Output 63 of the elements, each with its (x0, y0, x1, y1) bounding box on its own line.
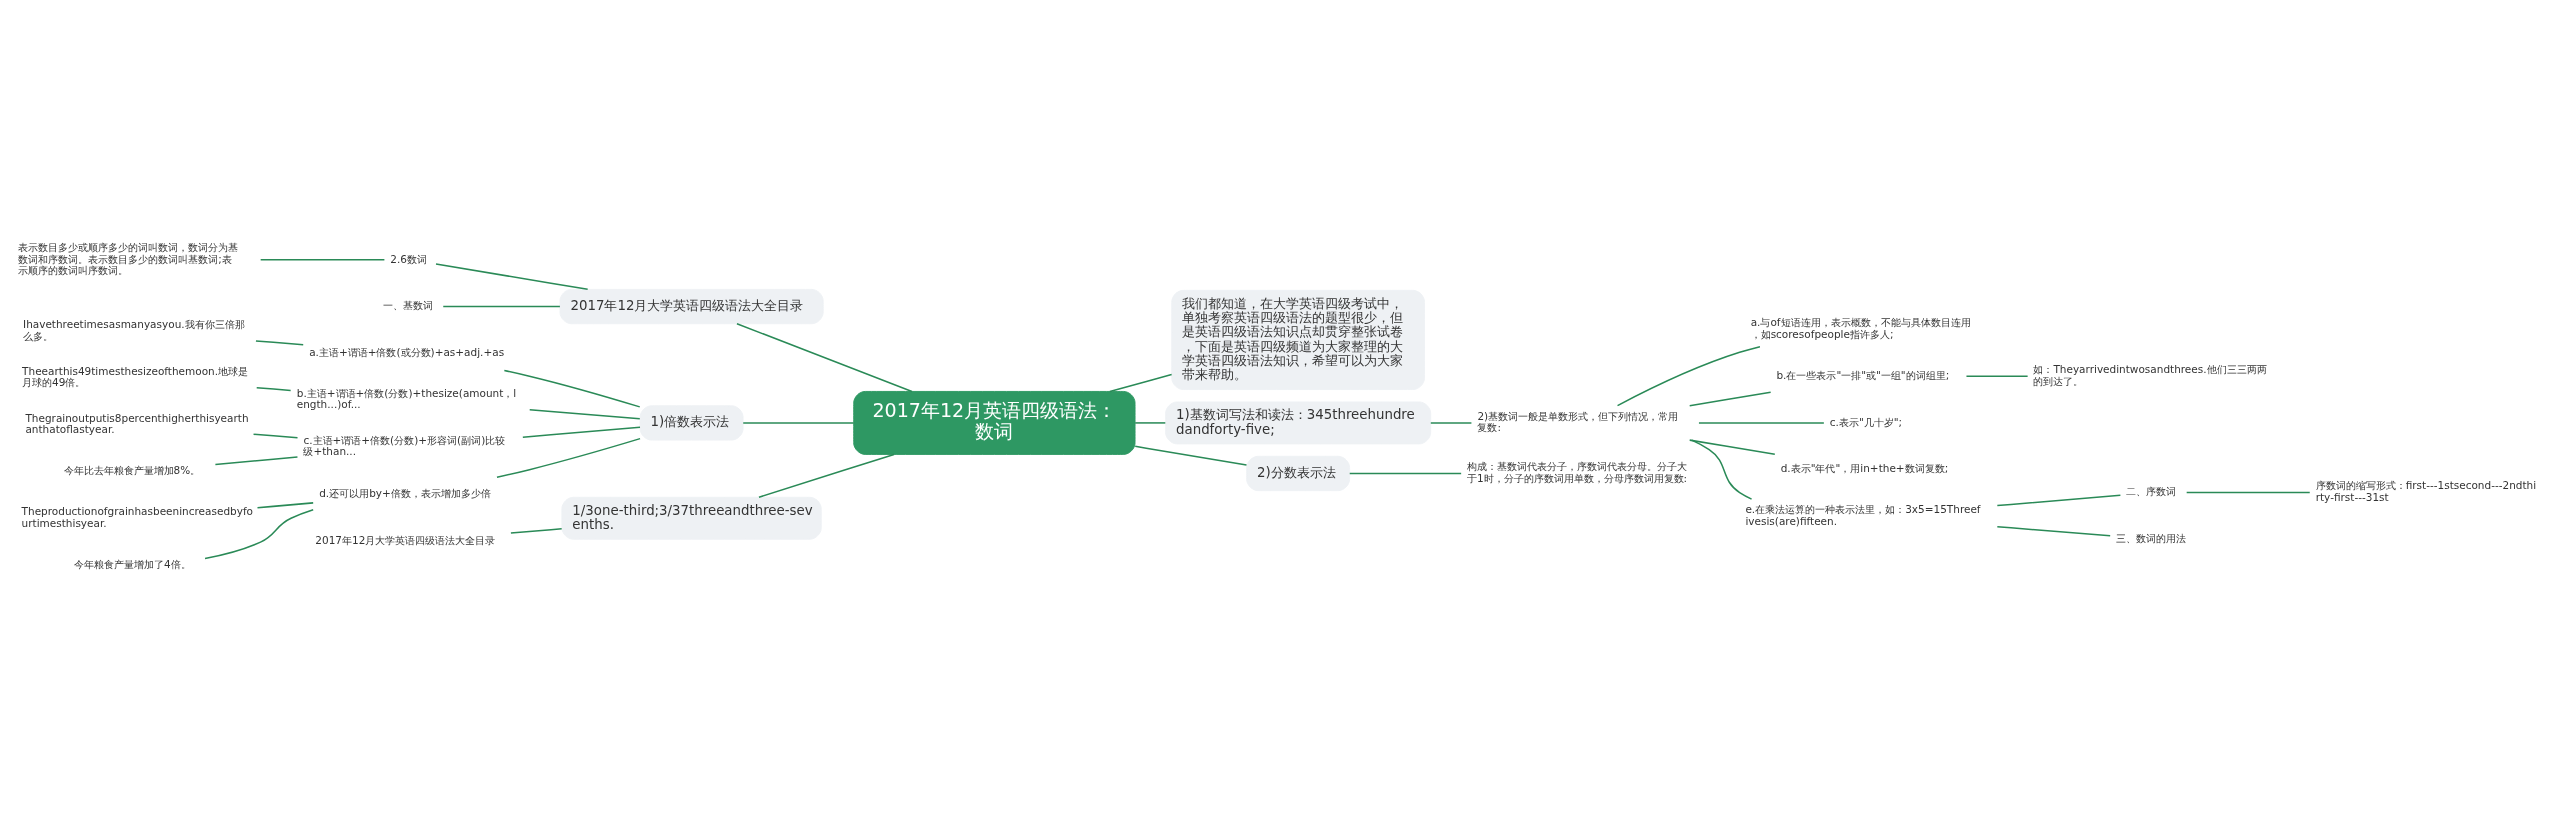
node-box: 2017年12月大学英语四级语法大全目录 (559, 288, 824, 324)
node-text: c.主语+谓语+倍数(分数)+形容词(副词)比较级+than... (303, 433, 506, 457)
node-text: Theearthis49timesthesizeofthemoon.地球是月球的49倍。 (22, 364, 249, 388)
node-text: 如：Theyarrivedintwosandthrees.他们三三两两的到达了。 (2033, 362, 2267, 387)
connector (252, 432, 299, 438)
node-box: 2017年12月英语四级语法：数词 (853, 390, 1136, 455)
node-text: Theproductionofgrainhasbeenincreasedbyfourtimesthisyear. (21, 504, 254, 529)
connector (510, 527, 563, 534)
node-text: 构成：基数词代表分子，序数词代表分母。分子大于1时，分子的序数词用单数，分母序数词用复数: (1466, 459, 1688, 484)
node-text: Ihavethreetimesasmanyasyou.我有你三倍那么多。 (23, 317, 245, 342)
connector (259, 258, 386, 261)
connector (1109, 373, 1173, 392)
connector (2185, 491, 2311, 493)
connector (1996, 525, 2111, 537)
connector (442, 305, 561, 307)
node-text: d.还可以用by+倍数，表示增加多少倍 (319, 486, 491, 499)
connector (1965, 374, 2029, 377)
node-text: 2)基数词一般是单数形式，但下列情况，常用复数: (1477, 409, 1679, 433)
connector (1430, 421, 1473, 424)
connector (1134, 445, 1248, 466)
node-box: 2)分数表示法 (1246, 455, 1351, 491)
node-box: 我们都知道，在大学英语四级考试中，单独考察英语四级语法的题型很少，但是英语四级语法知识点却贯穿整张试卷，下面是英语四级频道为大家整理的大学英语四级语法知识，希望可以为大家带来帮助。 (1171, 289, 1425, 390)
connector (503, 369, 641, 408)
node-text: 一、基数词 (383, 298, 434, 311)
connector (1698, 421, 1825, 424)
connector (1688, 438, 1776, 455)
node-text: b.主语+谓语+倍数(分数)+thesize(amount，length...)of... (296, 386, 517, 410)
node-text: a.与of短语连用，表示概数，不能与具体数目连用，如scoresofpeople指许多人; (1750, 315, 1971, 340)
node-text: 序数词的缩写形式：first---1stsecond---2ndthirty-first---31st (2315, 478, 2537, 503)
node-text: 今年粮食产量增加了4倍。 (74, 557, 191, 570)
connector (522, 425, 641, 438)
node-text: c.表示"几十岁"; (1829, 415, 1903, 428)
connector (1688, 391, 1772, 406)
connector (255, 339, 304, 345)
connector (496, 437, 641, 478)
node-text: 2.6数词 (390, 252, 427, 265)
connector (758, 453, 895, 498)
node-text: 今年比去年粮食产量增加8%。 (63, 463, 201, 476)
node-text: Thegrainoutputis8percenthigherthisyearthanthatoflastyear. (25, 411, 249, 435)
node-box: 1)倍数表示法 (639, 404, 744, 441)
connector (528, 408, 641, 419)
connector (736, 322, 913, 392)
connector (435, 262, 589, 290)
node-box: 1/3one-third;3/37threeandthree-sevenths. (561, 496, 822, 540)
node-text: a.主语+谓语+倍数(或分数)+as+adj.+as (309, 345, 505, 358)
node-text: d.表示"年代"，用in+the+数词复数; (1780, 461, 1949, 474)
node-text: 二、序数词 (2126, 484, 2177, 497)
connector (214, 455, 299, 465)
connector (255, 386, 292, 391)
connector (204, 508, 314, 559)
connector (256, 501, 314, 509)
connector (742, 421, 855, 424)
node-text: 三、数词的用法 (2115, 531, 2186, 544)
node-text: e.在乘法运算的一种表示法里，如：3x5=15Threefivesis(are)fifteen. (1745, 502, 1981, 527)
connector (1134, 421, 1167, 424)
node-text: 2017年12月大学英语四级语法大全目录 (315, 533, 496, 546)
connector (1616, 345, 1761, 406)
node-box: 1)基数词写法和读法：345threehundredandforty-five; (1165, 400, 1432, 444)
connector (1348, 472, 1462, 474)
node-text: b.在一些表示"一排"或"一组"的词组里; (1776, 368, 1950, 381)
connector (1690, 438, 1753, 500)
connector (1996, 494, 2122, 506)
node-text: 表示数目多少或顺序多少的词叫数词，数词分为基数词和序数词。表示数目多少的数词叫基数词;表示顺序的数词叫序数词。 (18, 240, 239, 276)
